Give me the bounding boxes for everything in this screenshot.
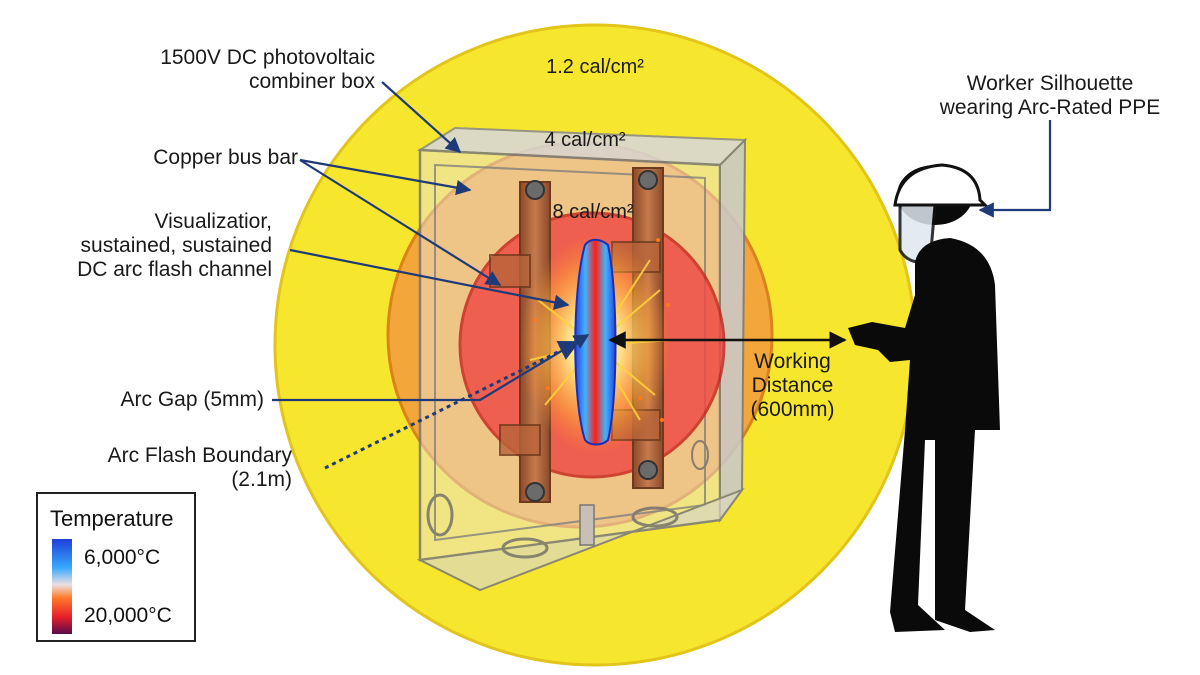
zone-label-8-cal: 8 cal/cm² <box>552 201 634 223</box>
temperature-legend: Temperature 6,000°C 20,000°C <box>36 492 196 642</box>
arc-gap-label: Arc Gap (5mm) <box>120 388 264 411</box>
temperature-color-scale <box>52 539 72 634</box>
arc-flash-boundary-label: Arc Flash Boundary (2.1m) <box>107 444 292 491</box>
worker-label: Worker Silhouette wearing Arc-Rated PPE <box>939 72 1161 119</box>
legend-max-value: 20,000°C <box>84 604 172 627</box>
legend-title: Temperature <box>50 506 174 531</box>
leader-arrows <box>272 81 1052 470</box>
legend-min-value: 6,000°C <box>84 546 161 569</box>
working-distance-label: Working Distance (600mm) <box>750 350 835 421</box>
combiner-box-label: 1500V DC photovoltaic combiner box <box>160 46 375 93</box>
arc-flash-channel <box>520 235 673 455</box>
zone-label-1-2-cal: 1.2 cal/cm² <box>546 56 644 78</box>
copper-bus-bar-label: Copper bus bar <box>153 146 298 169</box>
worker-silhouette <box>848 163 1000 632</box>
zone-label-4-cal: 4 cal/cm² <box>544 129 626 151</box>
arc-channel-label: Visualizatior, sustained, sustained DC a… <box>77 210 272 281</box>
